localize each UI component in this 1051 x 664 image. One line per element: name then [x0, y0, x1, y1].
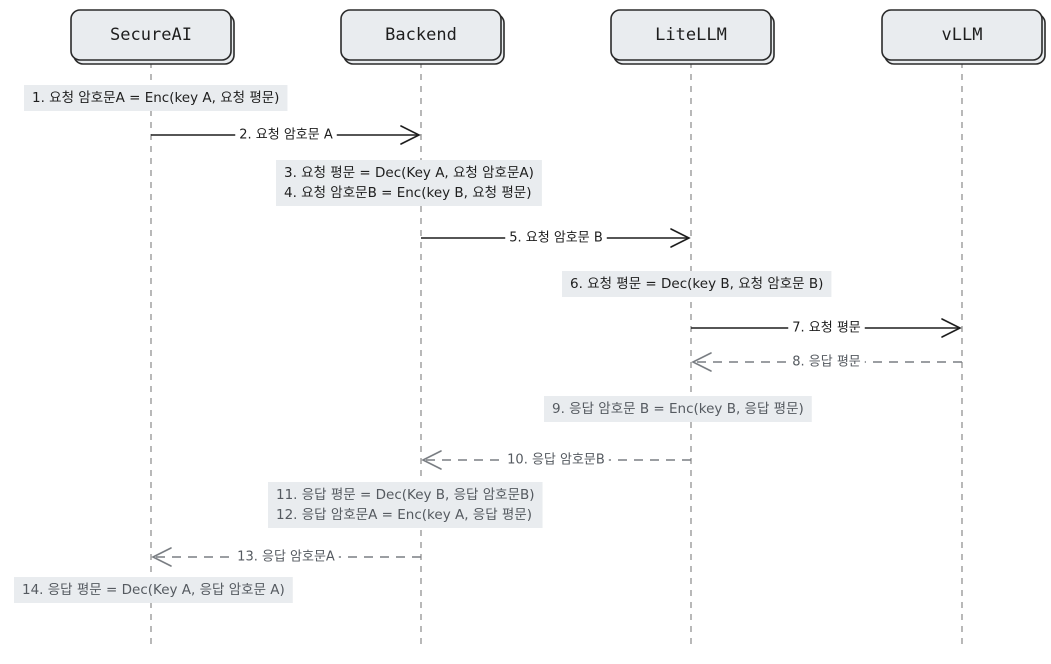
message-label-background	[235, 125, 337, 145]
note-background	[562, 271, 832, 297]
participant-box	[881, 9, 1043, 61]
message-step-9: 10. 응답 암호문B	[421, 450, 691, 470]
message-label: 7. 요청 평문	[792, 321, 861, 336]
note-step-8: 9. 응답 암호문 B = Enc(key B, 응답 평문)	[544, 396, 812, 422]
arrowhead-icon	[151, 547, 172, 567]
participant-box	[70, 9, 232, 61]
note-step-5: 6. 요청 평문 = Dec(key B, 요청 암호문 B)	[562, 271, 832, 297]
participant-label: SecureAI	[110, 25, 192, 45]
message-label-background	[788, 352, 865, 372]
arrowhead-icon	[941, 318, 962, 338]
note-background	[268, 482, 543, 528]
message-label: 10. 응답 암호문B	[507, 453, 605, 468]
message-label-background	[233, 547, 339, 567]
note-text: 9. 응답 암호문 B = Enc(key B, 응답 평문)	[552, 401, 804, 417]
message-step-2: 2. 요청 암호문 A	[151, 125, 421, 145]
arrowhead-icon	[670, 228, 691, 248]
note-background	[276, 160, 542, 206]
message-step-11: 13. 응답 암호문A	[151, 547, 421, 567]
arrowhead-icon	[421, 450, 442, 470]
participants: SecureAI Backend LiteLLM vLLM	[70, 9, 1046, 65]
message-label: 8. 응답 평문	[792, 355, 861, 370]
participant-secureai: SecureAI	[70, 9, 235, 65]
arrowhead-icon	[400, 125, 421, 145]
message-label: 5. 요청 암호문 B	[509, 231, 603, 246]
note-text: 1. 요청 암호문A = Enc(key A, 요청 평문)	[32, 90, 279, 106]
note-text: 12. 응답 암호문A = Enc(key A, 응답 평문)	[276, 507, 532, 523]
note-background	[24, 85, 288, 111]
participant-vllm: vLLM	[881, 9, 1046, 65]
participant-label: vLLM	[942, 25, 983, 45]
note-step-1: 1. 요청 암호문A = Enc(key A, 요청 평문)	[24, 85, 288, 111]
message-label-background	[503, 450, 609, 470]
note-background	[544, 396, 812, 422]
note-text: 4. 요청 암호문B = Enc(key B, 요청 평문)	[284, 185, 532, 201]
note-text: 11. 응답 평문 = Dec(Key B, 응답 암호문B)	[276, 487, 535, 503]
note-step-3: 3. 요청 평문 = Dec(Key A, 요청 암호문A) 4. 요청 암호문B…	[276, 160, 542, 206]
message-label-background	[505, 228, 607, 248]
message-step-4: 5. 요청 암호문 B	[421, 228, 691, 248]
message-step-7: 8. 응답 평문	[691, 352, 962, 372]
message-step-6: 7. 요청 평문	[691, 318, 962, 338]
note-step-12: 14. 응답 평문 = Dec(Key A, 응답 암호문 A)	[14, 577, 293, 603]
message-label-background	[788, 318, 865, 338]
note-step-10: 11. 응답 평문 = Dec(Key B, 응답 암호문B) 12. 응답 암호…	[268, 482, 543, 528]
message-label: 13. 응답 암호문A	[237, 550, 335, 565]
note-text: 3. 요청 평문 = Dec(Key A, 요청 암호문A)	[284, 165, 534, 181]
note-text: 14. 응답 평문 = Dec(Key A, 응답 암호문 A)	[22, 582, 285, 598]
note-text: 6. 요청 평문 = Dec(key B, 요청 암호문 B)	[570, 276, 823, 292]
participant-backend: Backend	[340, 9, 505, 65]
arrowhead-icon	[691, 352, 712, 372]
participant-box	[610, 9, 772, 61]
participant-label: Backend	[385, 25, 457, 45]
steps: 1. 요청 암호문A = Enc(key A, 요청 평문) 2. 요청 암호문 …	[14, 85, 962, 603]
participant-litellm: LiteLLM	[610, 9, 775, 65]
message-label: 2. 요청 암호문 A	[239, 128, 333, 143]
participant-box	[340, 9, 502, 61]
note-background	[14, 577, 293, 603]
participant-label: LiteLLM	[655, 25, 727, 45]
